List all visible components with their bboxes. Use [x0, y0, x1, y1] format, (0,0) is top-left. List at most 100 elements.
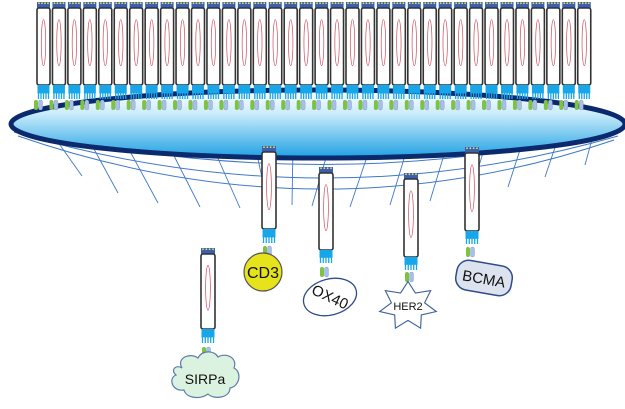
receptor-green [80, 100, 85, 110]
antigen-bcma: BCMA [454, 259, 514, 297]
cap-dot [402, 2, 405, 5]
cell-cap [67, 2, 81, 8]
cell-nucleus [566, 19, 572, 67]
cell-brush [37, 85, 50, 94]
cell-brush [439, 85, 452, 94]
receptor-green [296, 100, 301, 110]
receptor-blue [486, 99, 491, 111]
receptor-blue [501, 99, 507, 111]
receptor-blue [362, 99, 368, 111]
cap-dot [38, 2, 40, 5]
cap-dot [254, 2, 257, 5]
receptor-blue [285, 99, 290, 111]
cap-dot [553, 2, 556, 5]
cell-cap [465, 147, 479, 153]
receptor-blue [517, 99, 522, 111]
cap-dot [263, 146, 265, 149]
cell-brush [531, 85, 544, 94]
cap-dot [430, 2, 433, 5]
membrane-receptor [34, 99, 43, 111]
membrane-receptor [482, 99, 491, 111]
cap-dot [186, 2, 188, 5]
cap-dot [214, 2, 216, 5]
membrane-receptor [466, 99, 476, 111]
cell-nucleus [323, 184, 329, 232]
receptor-green [157, 100, 162, 110]
cell-brush [408, 85, 421, 94]
cap-dot [47, 2, 49, 5]
receptor-green [512, 100, 517, 110]
cell-brush [222, 85, 235, 94]
membrane-receptor [497, 99, 507, 111]
cap-dot [526, 2, 528, 5]
cap-dot [170, 2, 173, 5]
cell-cap [129, 2, 143, 8]
receptor-blue [208, 99, 213, 111]
cell-brush [99, 85, 112, 94]
receptor-green [320, 267, 324, 277]
top-cell [499, 2, 515, 99]
cell-brush [176, 85, 189, 94]
cap-dot [244, 2, 247, 5]
dangling-cell-bcma [464, 147, 480, 244]
receptor-green [466, 247, 470, 257]
cell-nucleus [396, 19, 402, 67]
cell-cap [160, 2, 174, 8]
cap-dot [208, 2, 210, 5]
cell-brush [361, 85, 374, 94]
cell-nucleus [257, 19, 263, 67]
cell-cap [376, 2, 390, 8]
cap-dot [439, 2, 442, 5]
cap-dot [584, 2, 587, 5]
cell-brush [485, 85, 498, 94]
cap-dot [300, 2, 303, 5]
cap-dot [322, 2, 324, 5]
cap-dot [273, 146, 275, 149]
cap-dot [226, 2, 229, 5]
top-cell [252, 2, 268, 99]
membrane-receptor [528, 99, 538, 111]
cell-brush [130, 85, 143, 94]
top-cell [345, 2, 360, 99]
cap-dot [211, 2, 213, 5]
receptor-green [281, 100, 286, 110]
cell-nucleus [71, 19, 77, 67]
cap-dot [102, 2, 105, 5]
membrane-receptor [327, 99, 337, 111]
cap-dot [455, 2, 458, 5]
cell-cap [206, 2, 220, 8]
cap-dot [550, 2, 553, 5]
cell-cap [361, 2, 375, 8]
cell-cap [268, 2, 282, 8]
cap-dot [458, 2, 461, 5]
cell-nucleus [87, 19, 93, 67]
cell-nucleus [266, 163, 272, 211]
cap-dot [201, 2, 204, 5]
membrane-receptor [95, 99, 105, 111]
cell-brush [547, 85, 560, 94]
cap-dot [99, 2, 102, 5]
cap-dot [427, 2, 430, 5]
receptor-green [111, 100, 116, 110]
top-cell [576, 2, 592, 99]
cap-dot [495, 2, 497, 5]
cell-nucleus [581, 19, 587, 67]
membrane-receptor [435, 99, 445, 111]
membrane-receptor [281, 99, 290, 111]
cap-dot [466, 147, 468, 150]
cap-dot [486, 2, 488, 5]
top-cell [237, 2, 252, 99]
cap-dot [556, 2, 559, 5]
cap-dot [53, 2, 56, 5]
antigen-label-sirpa: SIRPa [185, 371, 226, 387]
cell-nucleus [241, 19, 247, 67]
top-cell [453, 2, 468, 99]
receptor-blue [115, 99, 120, 111]
membrane-receptor [451, 99, 460, 111]
receptor-green [435, 100, 440, 110]
cap-dot [105, 2, 108, 5]
cell-brush [300, 85, 313, 94]
receptor-blue [161, 99, 167, 111]
receptor-blue [347, 99, 352, 111]
cell-cap [237, 2, 251, 8]
